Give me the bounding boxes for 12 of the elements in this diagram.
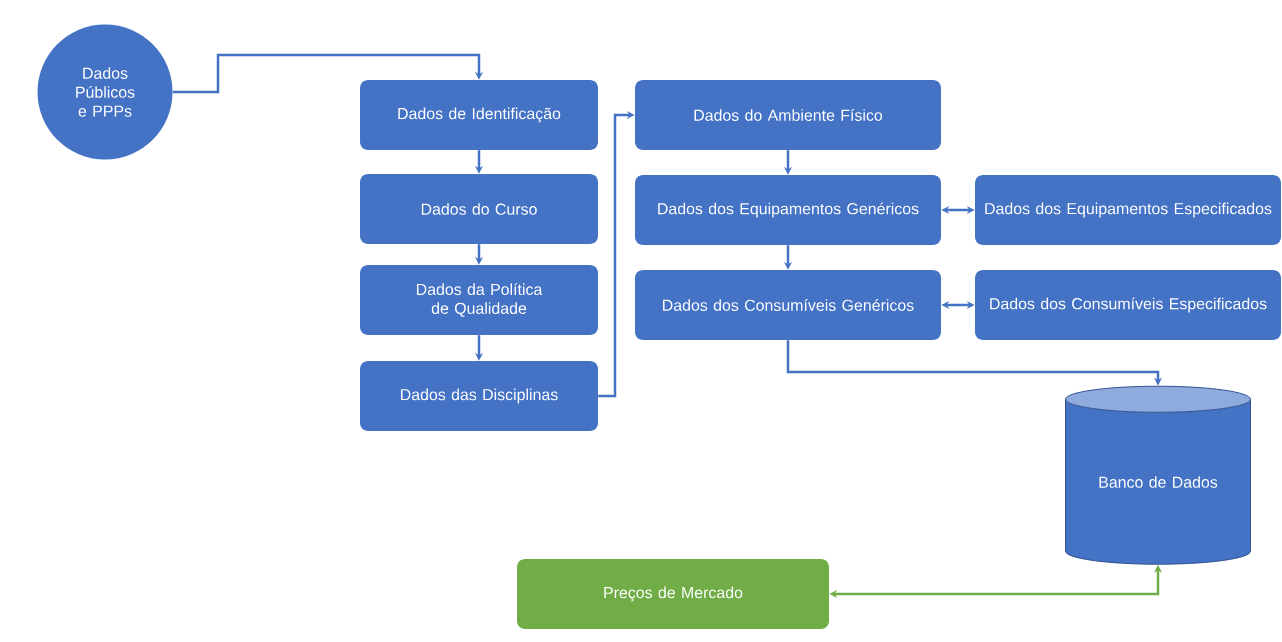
process-box: Dados dos Equipamentos Genéricos xyxy=(635,175,941,245)
process-box: Dados do Curso xyxy=(360,174,598,244)
process-box: Dados do Ambiente Físico xyxy=(635,80,941,150)
process-box: Dados dos Equipamentos Especificados xyxy=(975,175,1281,245)
process-box: Dados dos Consumíveis Genéricos xyxy=(635,270,941,340)
process-box: Preços de Mercado xyxy=(517,559,829,629)
process-box: Dados de Identificação xyxy=(360,80,598,150)
process-box: Dados das Disciplinas xyxy=(360,361,598,431)
database-cylinder: Banco de Dados xyxy=(1065,385,1251,565)
arrow xyxy=(172,53,484,94)
process-box: Dados dos Consumíveis Especificados xyxy=(975,270,1281,340)
process-box: Dados da Política de Qualidade xyxy=(360,265,598,335)
